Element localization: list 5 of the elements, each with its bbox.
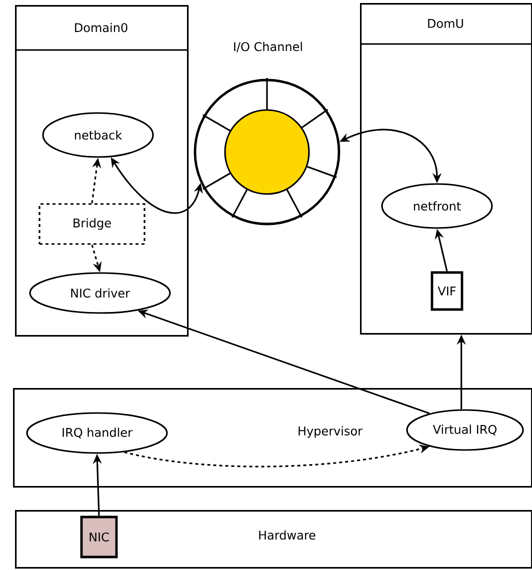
interface-box: VIF [430, 271, 464, 311]
ring-buffer-drawing: I/O Channel [194, 42, 340, 226]
node-label: I/O Channel [234, 42, 302, 52]
bridge-box: Bridge [38, 203, 146, 245]
device-box: NIC [80, 516, 118, 558]
